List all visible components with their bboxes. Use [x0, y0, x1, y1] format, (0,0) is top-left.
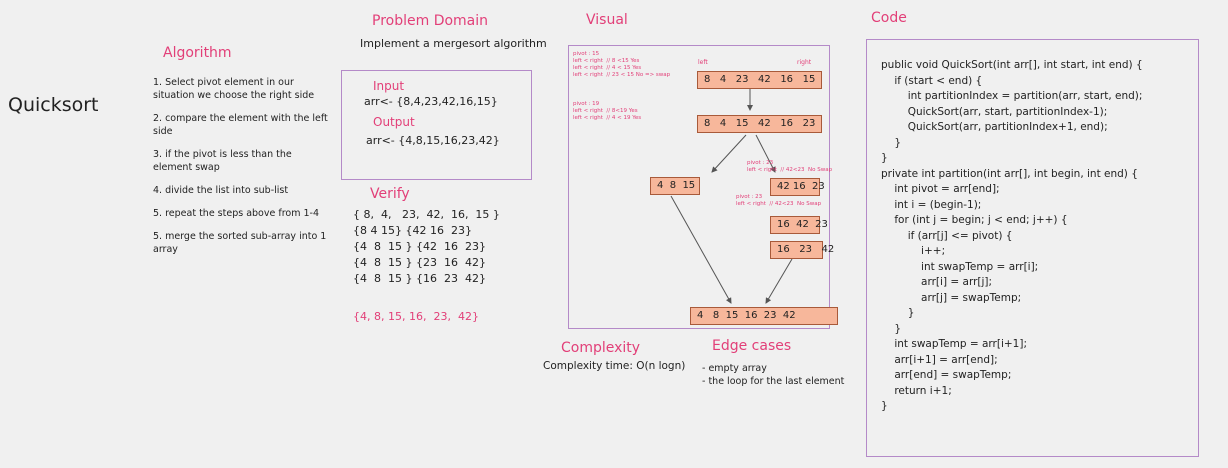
verify-line: {4 8 15 } {23 16 42} — [353, 256, 486, 269]
code-heading: Code — [871, 10, 907, 26]
code-line: } — [881, 136, 902, 149]
algorithm-step: 4. divide the list into sub-list — [153, 185, 289, 196]
array-box: 8 4 15 42 16 23 — [697, 115, 822, 133]
complexity-heading: Complexity — [561, 340, 641, 356]
array-box: 8 4 23 42 16 15 — [697, 71, 822, 89]
code-line: int partitionIndex = partition(arr, star… — [881, 90, 1143, 102]
code-line: arr[i+1] = arr[end]; — [881, 353, 998, 366]
visual-frame — [568, 45, 830, 329]
left-label: left — [698, 59, 708, 66]
page-title: Quicksort — [8, 94, 99, 116]
verify-lines: { 8, 4, 23, 42, 16, 15 } {8 4 15} {42 16… — [353, 207, 500, 287]
output-value: arr<- {4,8,15,16,23,42} — [366, 134, 500, 147]
visual-note: pivot : 23 left < right // 42<23 No Swap — [736, 194, 822, 207]
edge-list: - empty array - the loop for the last el… — [702, 362, 844, 388]
visual-note: pivot : 23 left < right // 42<23 No Swap — [747, 160, 833, 173]
code-line: if (arr[j] <= pivot) { — [881, 229, 1013, 242]
arrow-line — [670, 195, 732, 304]
input-label: Input — [373, 79, 405, 93]
arrow-line — [755, 134, 776, 173]
problem-text: Implement a mergesort algorithm — [360, 37, 547, 50]
code-line: i++; — [881, 245, 946, 257]
code-box — [866, 39, 1199, 457]
input-value: arr<- {8,4,23,42,16,15} — [364, 95, 498, 108]
algorithm-step: 3. if the pivot is less than the element… — [153, 149, 292, 173]
edge-item: - the loop for the last element — [702, 376, 845, 387]
code-line: return i+1; — [881, 384, 952, 397]
algorithm-step: 2. compare the element with the left sid… — [153, 113, 328, 137]
arrow-line — [765, 258, 793, 304]
code-line: int swapTemp = arr[i]; — [881, 260, 1039, 273]
verify-line: {4 8 15 } {42 16 23} — [353, 240, 486, 253]
visual-note: pivot : 19 left < right // 8<19 Yes left… — [573, 101, 642, 121]
visual-heading: Visual — [586, 12, 628, 28]
arrow-line — [711, 134, 747, 173]
array-box: 4 8 15 16 23 42 — [690, 307, 838, 325]
verify-line: { 8, 4, 23, 42, 16, 15 } — [353, 208, 500, 221]
verify-heading: Verify — [370, 186, 410, 202]
code-line: int pivot = arr[end]; — [881, 183, 1000, 195]
complexity-text: Complexity time: O(n logn) — [543, 360, 686, 372]
io-box — [341, 70, 532, 180]
code-line: if (start < end) { — [881, 74, 983, 87]
code-line: arr[j] = swapTemp; — [881, 291, 1022, 304]
code-line: int i = (begin-1); — [881, 198, 982, 211]
code-line: public void QuickSort(int arr[], int sta… — [881, 59, 1143, 71]
verify-line: {8 4 15} {42 16 23} — [353, 224, 472, 237]
code-line: for (int j = begin; j < end; j++) { — [881, 214, 1068, 226]
algorithm-step: 5. merge the sorted sub-array into 1 arr… — [153, 231, 327, 255]
code-line: QuickSort(arr, partitionIndex+1, end); — [881, 121, 1108, 133]
code-block: public void QuickSort(int arr[], int sta… — [881, 58, 1143, 415]
code-line: int swapTemp = arr[i+1]; — [881, 338, 1028, 350]
code-line: arr[i] = arr[j]; — [881, 276, 993, 288]
code-line: } — [881, 152, 888, 164]
array-box: 16 23 42 — [770, 241, 834, 259]
code-line: private int partition(int arr[], int beg… — [881, 167, 1138, 180]
code-line: } — [881, 307, 915, 319]
array-box: 4 8 15 — [650, 177, 700, 195]
algorithm-step: 5. repeat the steps above from 1-4 — [153, 208, 319, 219]
code-line: arr[end] = swapTemp; — [881, 369, 1012, 381]
right-label: right — [797, 59, 812, 66]
array-box: 42 16 23 — [770, 178, 825, 196]
algorithm-step: 1. Select pivot element in our situation… — [153, 77, 315, 101]
visual-note: pivot : 15 left < right // 8 <15 Yes lef… — [573, 51, 671, 78]
verify-line: {4 8 15 } {16 23 42} — [353, 272, 486, 285]
edge-heading: Edge cases — [712, 338, 792, 354]
code-line: } — [881, 322, 902, 335]
problem-heading: Problem Domain — [372, 13, 489, 29]
algorithm-heading: Algorithm — [163, 45, 232, 61]
algorithm-steps: 1. Select pivot element in our situation… — [153, 76, 328, 266]
verify-result: {4, 8, 15, 16, 23, 42} — [353, 310, 479, 323]
code-line: QuickSort(arr, start, partitionIndex-1); — [881, 105, 1108, 118]
array-box: 16 42 23 — [770, 216, 828, 234]
code-line: } — [881, 400, 888, 412]
edge-item: - empty array — [702, 363, 767, 374]
output-label: Output — [373, 115, 415, 129]
